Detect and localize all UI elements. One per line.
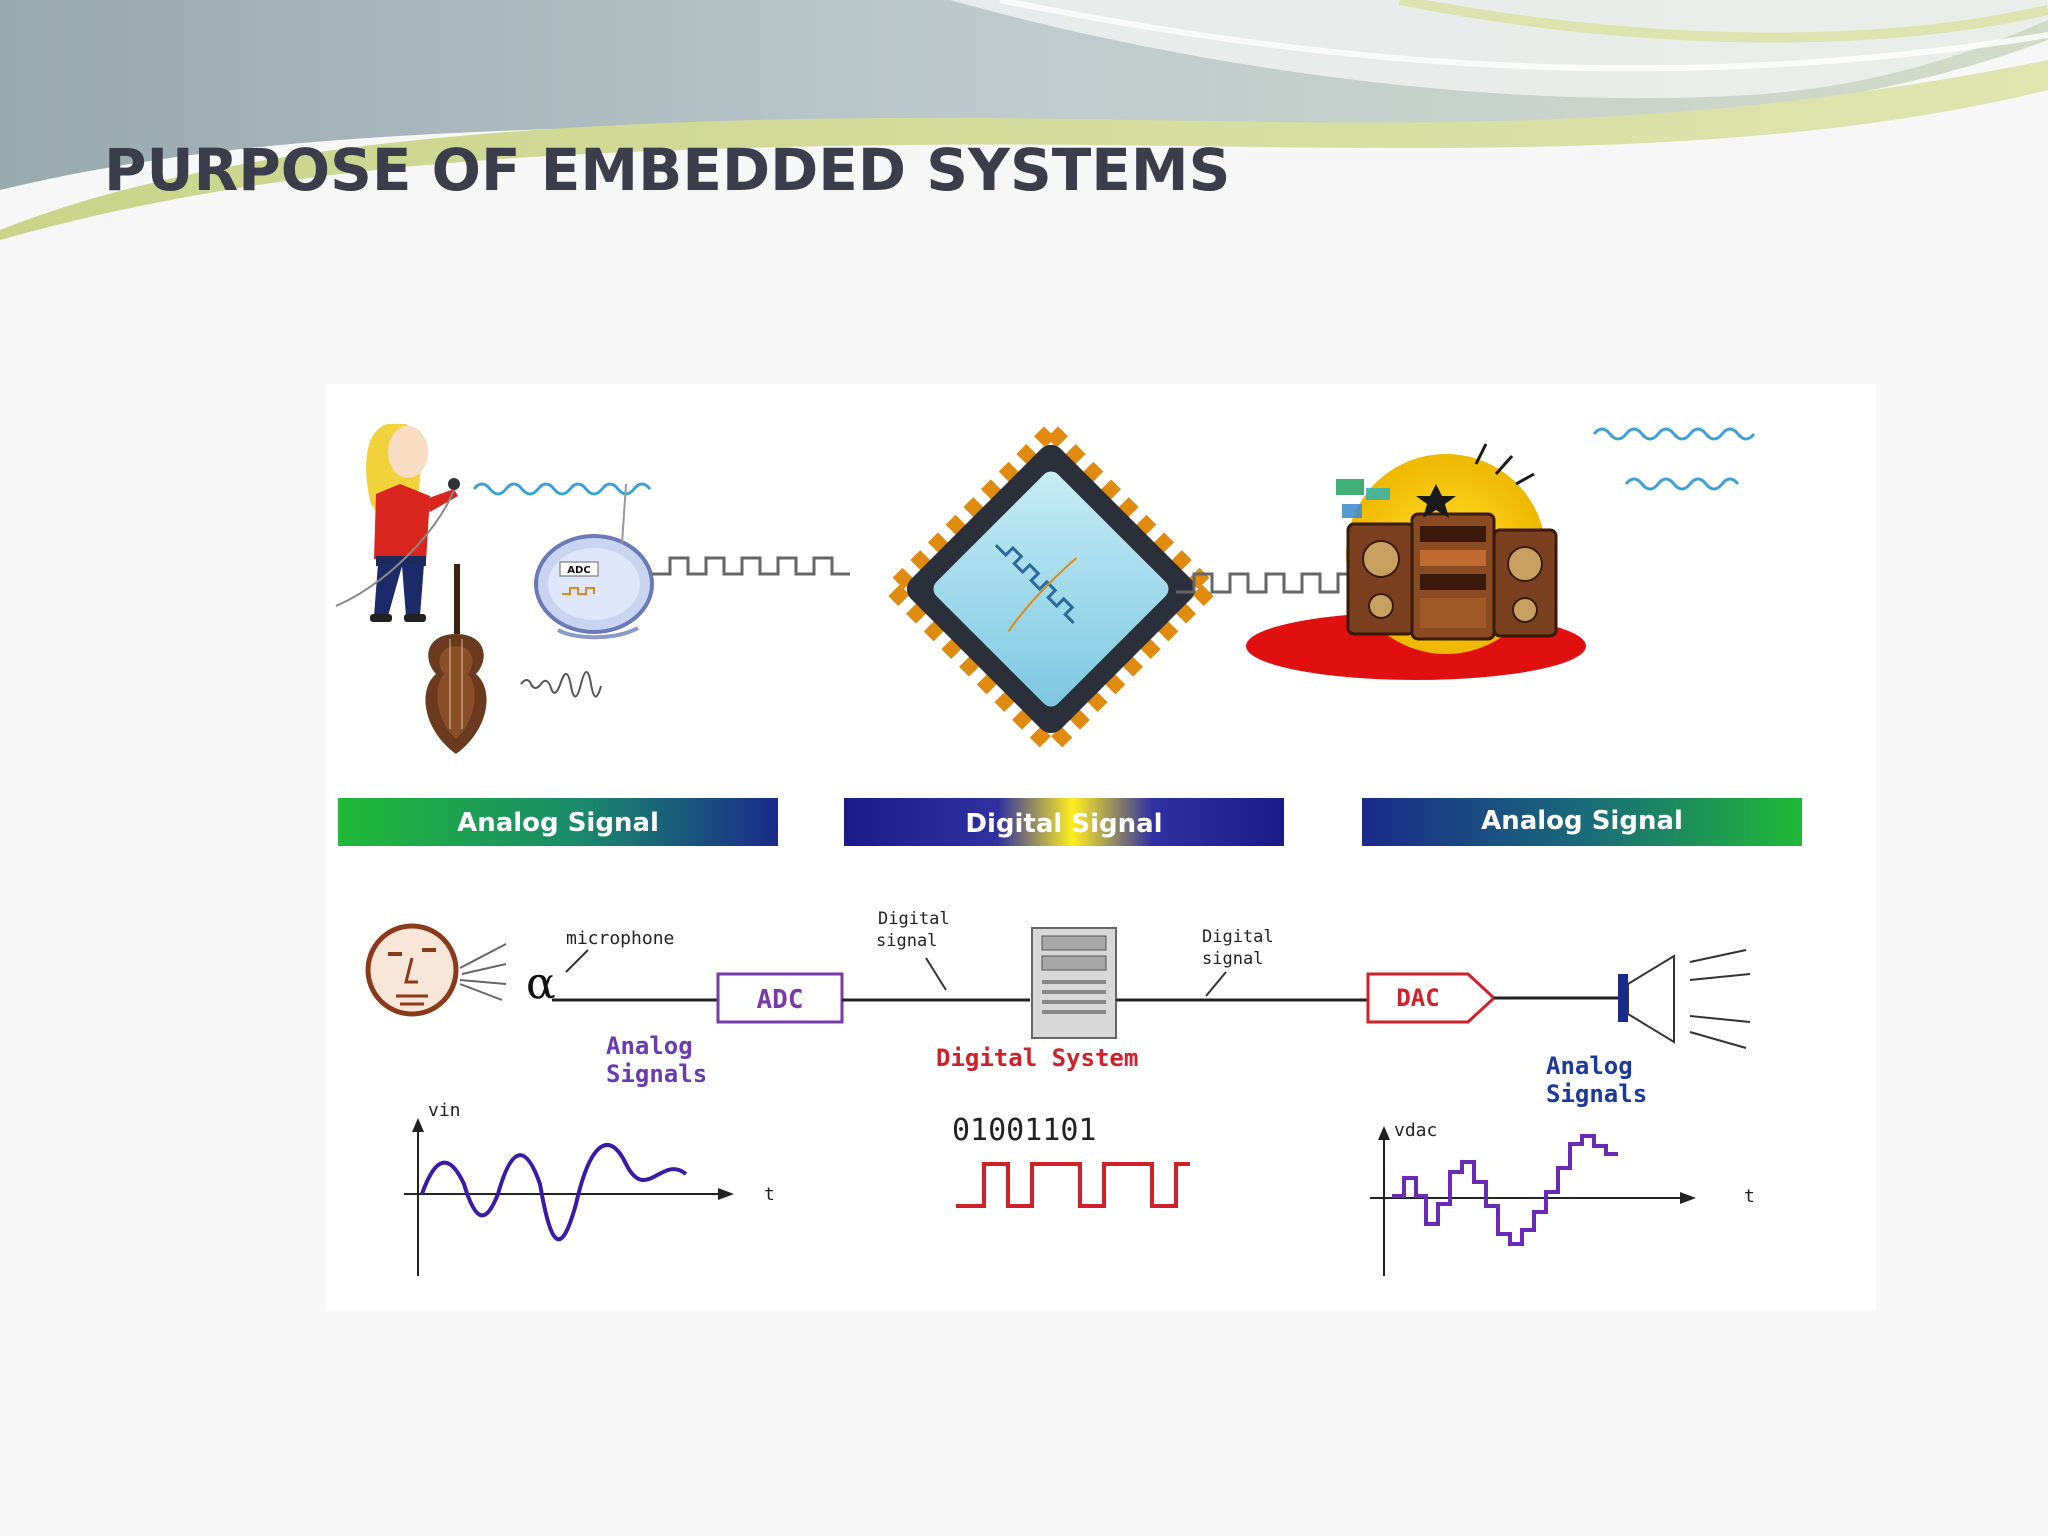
speaker-icon bbox=[1618, 949, 1751, 1049]
svg-text:Analog Signal: Analog Signal bbox=[1481, 806, 1683, 836]
vdac-axis-label: vdac bbox=[1394, 1120, 1437, 1141]
digital-signal-left-pointer bbox=[925, 957, 947, 991]
analog-wave-out-top bbox=[1592, 427, 1756, 441]
face-icon bbox=[365, 923, 459, 1017]
digital-signal-right-pointer bbox=[1205, 971, 1227, 997]
sound-lines-left bbox=[459, 943, 507, 1001]
digital-signal-left-label-1: Digital bbox=[878, 909, 950, 929]
digital-system-label: Digital System bbox=[936, 1044, 1138, 1072]
adc-block: ADC bbox=[716, 972, 844, 1024]
banner-analog-signal-right: Analog Signal bbox=[1362, 798, 1802, 846]
adc-device-illustration: ADC bbox=[534, 483, 654, 640]
embedded-signal-figure: ADC bbox=[326, 384, 1876, 1310]
slide-title: PURPOSE OF EMBEDDED SYSTEMS bbox=[104, 136, 1231, 204]
digital-wave-out bbox=[1176, 572, 1376, 594]
svg-text:ADC: ADC bbox=[757, 985, 804, 1015]
vin-t-axis-label: t bbox=[764, 1184, 775, 1205]
microcontroller-chip-illustration bbox=[888, 426, 1214, 748]
microphone-label: microphone bbox=[566, 928, 674, 949]
banner-analog-signal-left: Analog Signal bbox=[338, 798, 778, 846]
svg-text:ADC: ADC bbox=[567, 565, 590, 576]
svg-text:Analog Signal: Analog Signal bbox=[457, 808, 659, 838]
vin-axis-label: vin bbox=[428, 1100, 461, 1121]
bits-waveform bbox=[956, 1162, 1190, 1208]
microphone-icon: α bbox=[526, 958, 556, 1009]
analog-signals-left-label-2: Signals bbox=[606, 1060, 707, 1088]
analog-wave-voice bbox=[472, 482, 652, 496]
vdac-staircase-wave bbox=[1392, 1134, 1618, 1246]
analog-wave-violin bbox=[520, 671, 602, 698]
vin-plot: vin t bbox=[404, 1100, 775, 1276]
analog-signals-left-label-1: Analog bbox=[606, 1032, 693, 1060]
dac-block: DAC bbox=[1366, 972, 1497, 1024]
vdac-t-axis-label: t bbox=[1744, 1186, 1755, 1207]
analog-signals-right-label-2: Signals bbox=[1546, 1080, 1647, 1108]
vin-sine-wave bbox=[420, 1143, 688, 1242]
microphone-pointer bbox=[565, 949, 589, 973]
banner-digital-signal: Digital Signal bbox=[844, 798, 1284, 846]
bits-label: 01001101 bbox=[952, 1113, 1097, 1148]
stereo-speakers-illustration bbox=[1246, 443, 1586, 680]
computer-tower-icon bbox=[1031, 927, 1117, 1039]
svg-text:Digital Signal: Digital Signal bbox=[965, 809, 1162, 839]
analog-signals-right-label-1: Analog bbox=[1546, 1052, 1633, 1080]
singer-illustration bbox=[335, 424, 460, 622]
signal-diagram: ADC bbox=[335, 424, 1802, 1276]
digital-wave-in bbox=[652, 556, 850, 576]
digital-signal-left-label-2: signal bbox=[876, 931, 937, 951]
svg-text:DAC: DAC bbox=[1396, 984, 1439, 1012]
digital-signal-right-label-2: signal bbox=[1202, 949, 1263, 969]
bits-plot: 01001101 bbox=[952, 1113, 1190, 1208]
violin-illustration bbox=[425, 564, 487, 754]
analog-wave-out-bottom bbox=[1624, 477, 1740, 491]
digital-signal-right-label-1: Digital bbox=[1202, 927, 1274, 947]
vdac-plot: vdac t bbox=[1370, 1120, 1755, 1276]
